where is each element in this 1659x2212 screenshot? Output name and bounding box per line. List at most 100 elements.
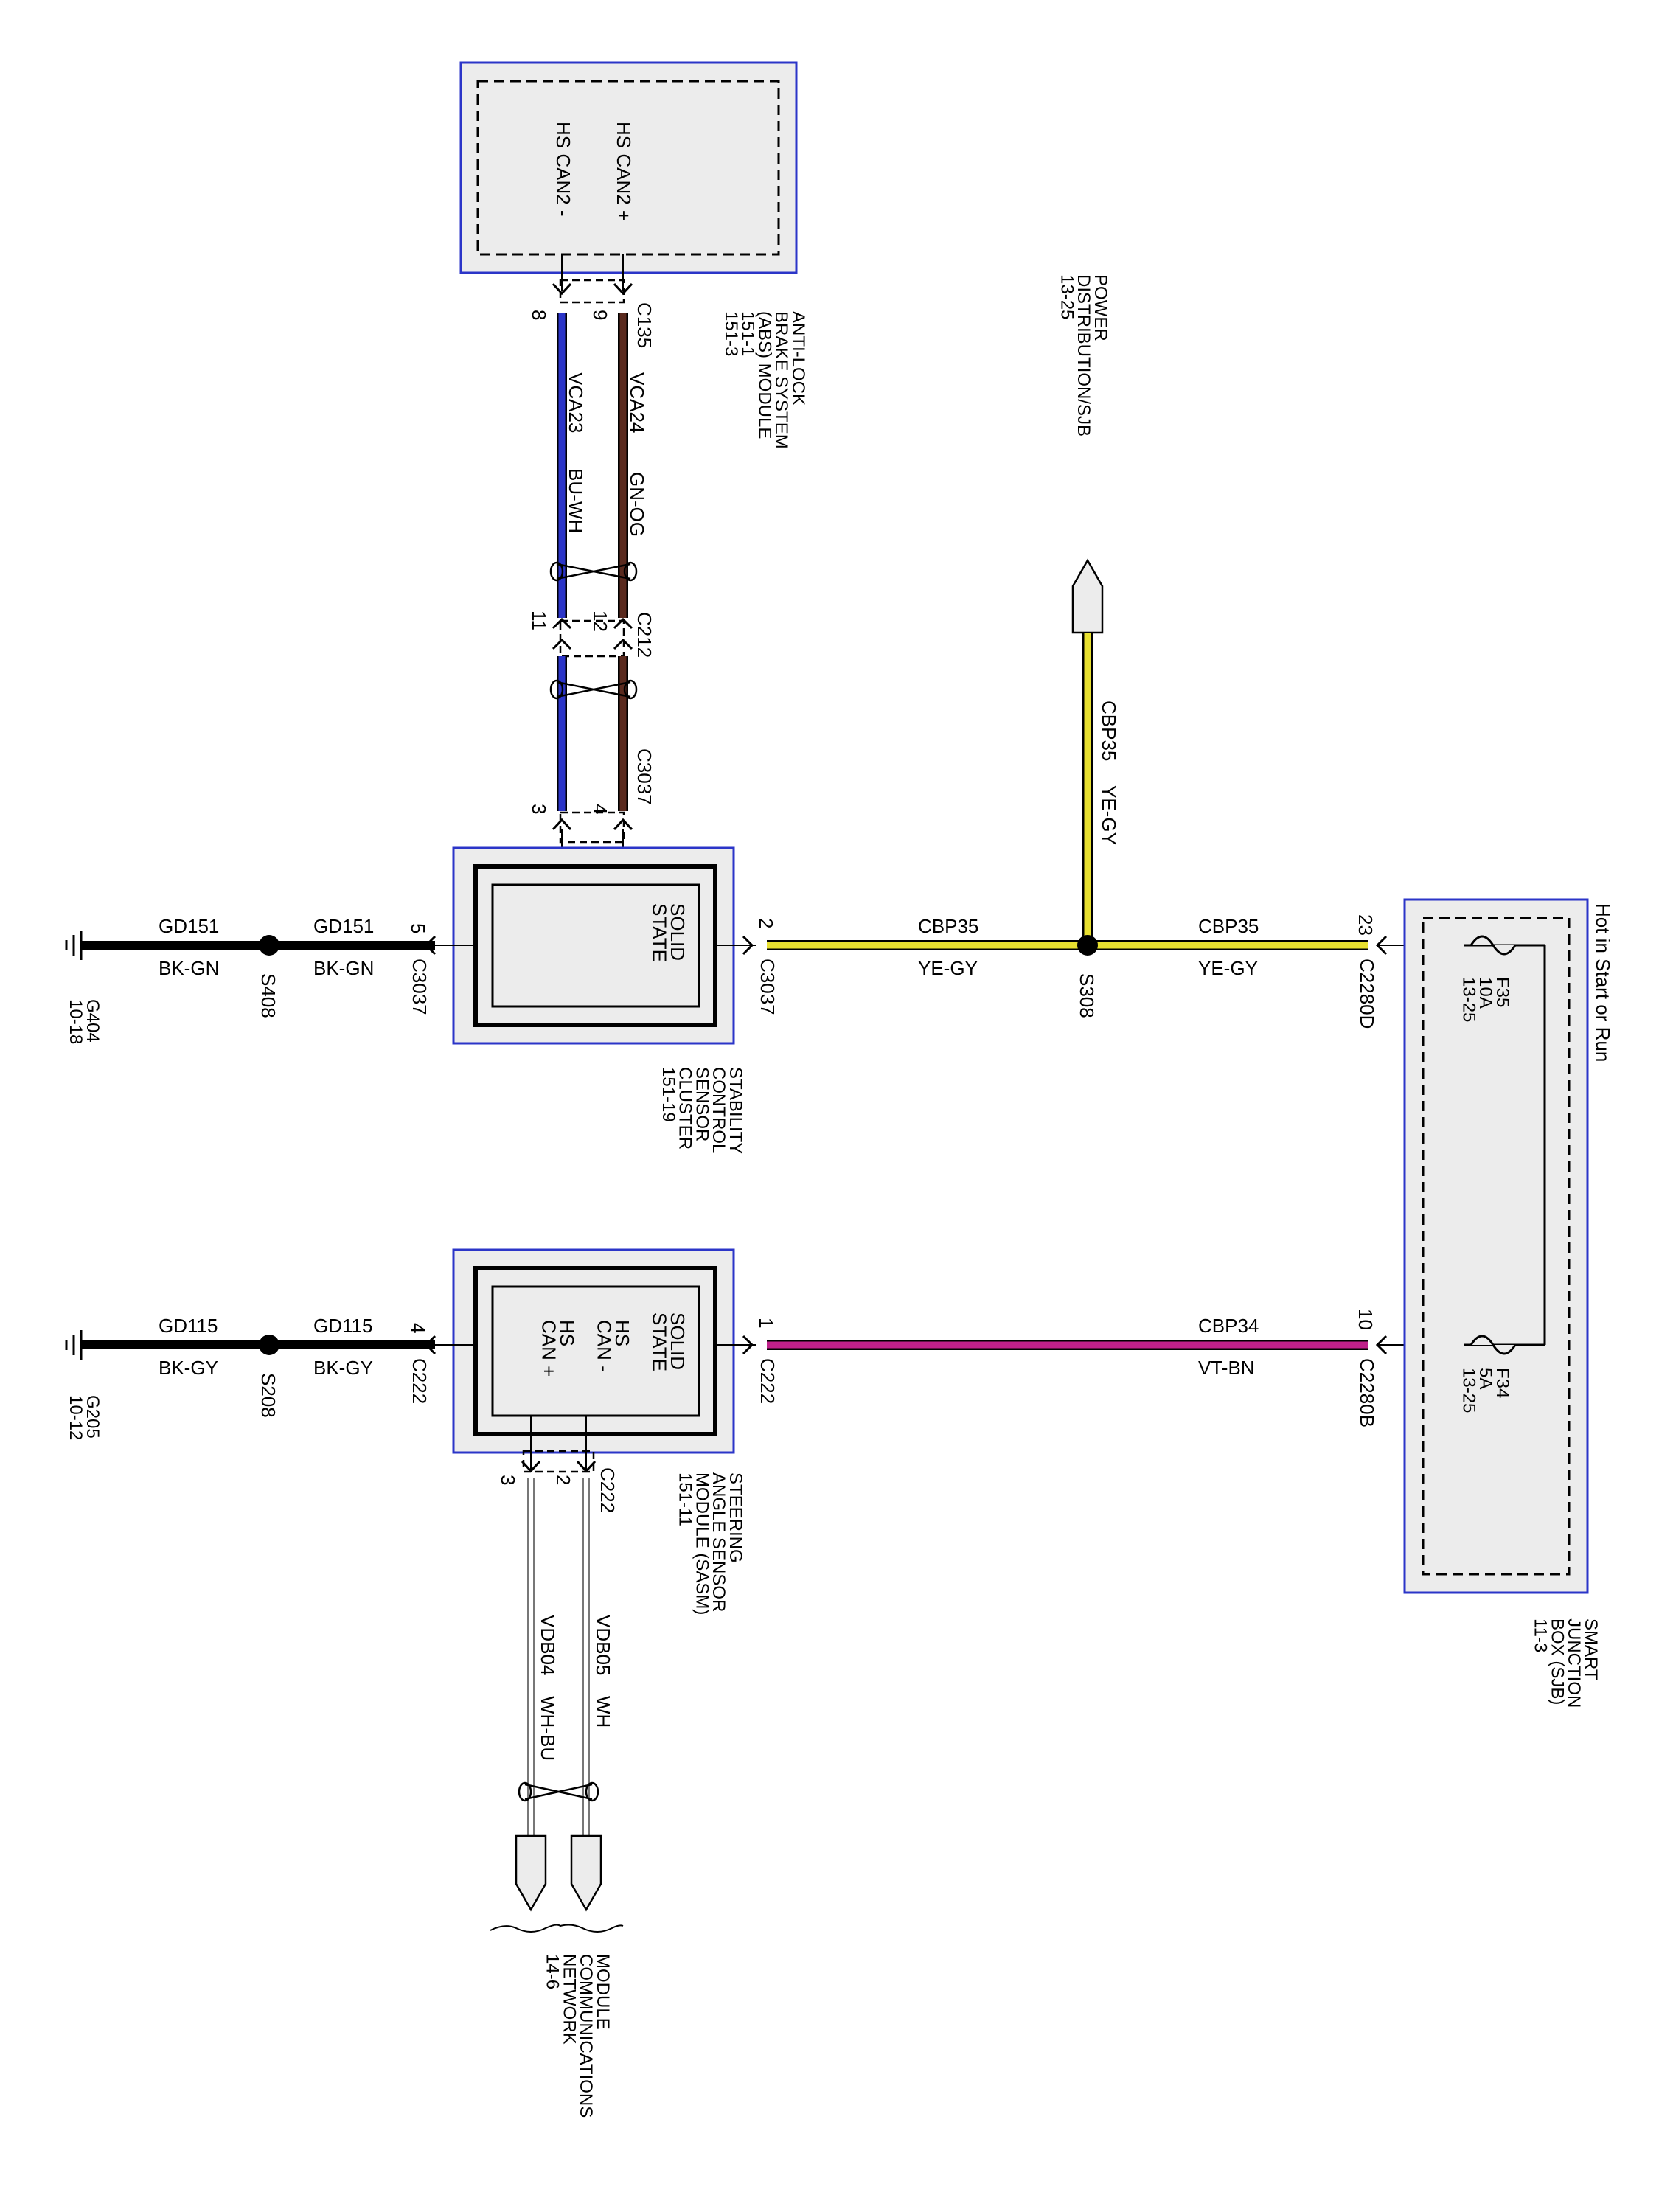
text-line: NETWORK <box>559 1954 579 2045</box>
mcn-label: MODULECOMMUNICATIONSNETWORK14-6 <box>543 1954 613 2118</box>
splice-s208: S208 <box>257 1373 279 1418</box>
ground-g404: G40410-18 <box>66 999 102 1044</box>
connector-c3037-top: C3037 <box>633 748 655 805</box>
connector-c3037-right: C3037 <box>757 959 779 1015</box>
text-line: SOLID <box>667 1312 689 1370</box>
wire-vca24-color: GN-OG <box>626 472 648 537</box>
wire-gd151-a-color: BK-GN <box>159 957 219 979</box>
stability-module-label: STABILITYCONTROLSENSORCLUSTER151-19 <box>658 1067 745 1154</box>
text-line: SOLID <box>667 903 689 961</box>
text-line: F35 <box>1492 977 1512 1007</box>
pin-8: 8 <box>528 310 550 320</box>
text-line: STABILITY <box>726 1067 745 1154</box>
mcn-connector-right <box>570 1834 602 1912</box>
text-line: 13-25 <box>1057 274 1077 319</box>
pin-3: 3 <box>528 804 550 814</box>
abs-wires <box>549 254 638 885</box>
text-line: BOX (SJB) <box>1547 1618 1567 1705</box>
wire-gd115-a-color: BK-GY <box>159 1357 218 1379</box>
text-line: CONTROL <box>709 1067 728 1153</box>
text-line: 151-11 <box>675 1472 695 1526</box>
text-line: CAN + <box>538 1320 560 1377</box>
fuse-f34-label: F345A13-25 <box>1458 1368 1512 1413</box>
wire-cbp35-left-color: YE-GY <box>918 957 978 979</box>
wire-cbp35-vert-color: YE-GY <box>1098 785 1120 845</box>
text-line: SENSOR <box>692 1067 712 1141</box>
text-line: MODULE <box>593 1954 613 2030</box>
text-line: ANGLE SENSOR <box>709 1472 728 1612</box>
sasm-inner-hs-can-minus: HSCAN - <box>593 1320 633 1372</box>
wire-gd151-a-circuit: GD151 <box>159 915 219 937</box>
text-line: 13-25 <box>1458 1368 1478 1413</box>
sasm-module-label: STEERINGANGLE SENSORMODULE (SASM)151-11 <box>675 1472 745 1615</box>
pin-1: 1 <box>755 1318 777 1328</box>
wire-gd115-a-circuit: GD115 <box>159 1315 218 1337</box>
sjb-hot-label: Hot in Start or Run <box>1592 903 1614 1062</box>
wire-vca23-color: BU-WH <box>565 468 587 533</box>
text-line: BRAKE SYSTEM <box>771 311 791 449</box>
text-line: (ABS) MODULE <box>754 311 774 439</box>
text-line: STATE <box>648 903 670 962</box>
wire-cbp34-color: VT-BN <box>1198 1357 1255 1379</box>
text-line: 151-19 <box>658 1067 678 1122</box>
text-line: G205 <box>83 1395 102 1439</box>
wire-cbp35-right-circuit: CBP35 <box>1198 915 1259 937</box>
wire-vca24-circuit: VCA24 <box>626 372 648 433</box>
sasm-inner-solid-state: SOLIDSTATE <box>648 1312 689 1371</box>
pin-12: 12 <box>589 611 611 632</box>
connector-c2280d: C2280D <box>1356 959 1378 1029</box>
abs-module: HS CAN2 + HS CAN2 - ANTI-LOCKBRAKE SYSTE… <box>459 61 808 449</box>
connector-c222-bottom: C222 <box>597 1467 619 1513</box>
pin-9: 9 <box>589 310 611 320</box>
ground-g205: G20510-12 <box>66 1395 102 1440</box>
wire-vdb04-color: WH-BU <box>537 1696 559 1761</box>
text-line: G404 <box>83 999 102 1043</box>
power-distribution-label: POWERDISTRIBUTION/SJB13-25 <box>1057 274 1110 437</box>
sasm-network-wires <box>490 1416 624 1933</box>
sjb-module: F3510A13-25 F345A13-25 Hot in Start or R… <box>1403 898 1614 1708</box>
wire-vdb05-color: WH <box>592 1696 614 1728</box>
text-line: 11-3 <box>1531 1618 1551 1652</box>
splice-s408: S408 <box>257 973 279 1018</box>
wire-cbp35-right-color: YE-GY <box>1198 957 1258 979</box>
pin-23: 23 <box>1354 914 1377 936</box>
abs-pin-can2-plus: HS CAN2 + <box>613 122 635 221</box>
abs-module-name: ANTI-LOCKBRAKE SYSTEM(ABS) MODULE151-115… <box>721 311 808 449</box>
fuse-f35-icon <box>1470 935 1517 956</box>
splice-s308: S308 <box>1076 973 1098 1018</box>
connector-c135: C135 <box>633 302 655 348</box>
text-line: HS <box>611 1320 633 1346</box>
wire-vdb05-circuit: VDB05 <box>592 1615 614 1675</box>
sasm-module: SOLIDSTATE HSCAN - HSCAN + STEERINGANGLE… <box>452 1248 745 1615</box>
wire-gd115-b-color: BK-GY <box>313 1357 373 1379</box>
mcn-connector-left <box>515 1834 547 1912</box>
sasm-inner-hs-can-plus: HSCAN + <box>538 1320 578 1377</box>
splice-s308-dot <box>1077 935 1098 956</box>
text-line: JUNCTION <box>1564 1618 1584 1708</box>
text-line: 10A <box>1475 977 1495 1009</box>
text-line: MODULE (SASM) <box>692 1472 712 1615</box>
connector-c3037-left: C3037 <box>408 959 431 1015</box>
pin-2b: 2 <box>552 1475 574 1485</box>
text-line: STATE <box>648 1312 670 1371</box>
text-line: DISTRIBUTION/SJB <box>1074 274 1093 437</box>
wire-gd151-b-circuit: GD151 <box>313 915 374 937</box>
connector-c212: C212 <box>633 612 655 658</box>
pin-3b: 3 <box>497 1475 519 1485</box>
connector-c222-left: C222 <box>408 1358 431 1404</box>
text-line: HS <box>556 1320 578 1346</box>
text-line: 13-25 <box>1458 977 1478 1022</box>
pin-4b: 4 <box>407 1323 429 1333</box>
pin-2: 2 <box>755 918 777 928</box>
wire-gd115-b-circuit: GD115 <box>313 1315 372 1337</box>
wire-gd151-b-color: BK-GN <box>313 957 374 979</box>
text-line: STEERING <box>726 1472 745 1563</box>
stability-inner-label: SOLIDSTATE <box>648 903 689 962</box>
stability-control-module: SOLIDSTATE STABILITYCONTROLSENSORCLUSTER… <box>452 846 745 1154</box>
wire-vca23-circuit: VCA23 <box>565 372 587 433</box>
text-line: 151-3 <box>721 311 741 356</box>
wire-cbp35-vert-circuit: CBP35 <box>1098 700 1120 761</box>
abs-pin-can2-minus: HS CAN2 - <box>552 122 574 217</box>
pin-5: 5 <box>407 923 429 933</box>
circuit-cbp35 <box>715 935 1464 956</box>
